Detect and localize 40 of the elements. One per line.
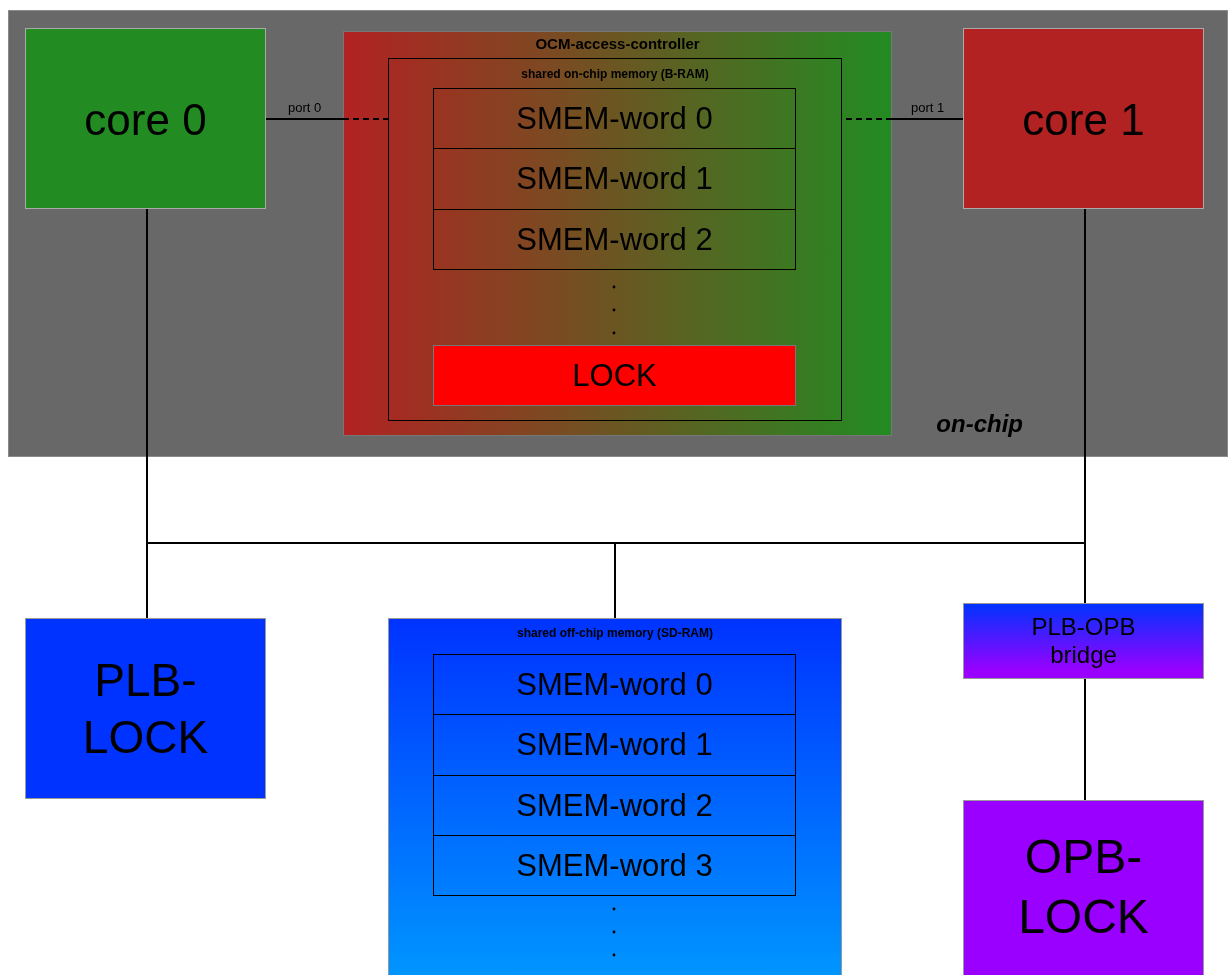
memory-box: [388, 58, 842, 421]
box-label: PLB-OPB bridge: [1030, 613, 1137, 669]
memory-word-row: [433, 88, 796, 149]
lock-box: [963, 800, 1204, 975]
core-box: [963, 28, 1204, 209]
box-label: SMEM-word 2: [516, 220, 713, 259]
box-label: SMEM-word 3: [516, 846, 713, 885]
box-label: LOCK: [572, 356, 657, 395]
box-label: core 1: [1022, 93, 1145, 145]
memory-word-row: [433, 775, 796, 836]
connector-line: [265, 118, 344, 120]
on-chip-region: [8, 10, 1228, 457]
box-label: SMEM-word 2: [516, 786, 713, 825]
box-label: OPB-LOCK: [1017, 829, 1150, 945]
bridge-box: [963, 603, 1204, 679]
connector-line: [1084, 678, 1086, 801]
memory-word-row: [433, 209, 796, 270]
core-box: [25, 28, 266, 209]
controller-box: [343, 31, 892, 436]
memory-word-row: [433, 714, 796, 776]
edge-label: port 0: [288, 100, 322, 115]
box-label: SMEM-word 0: [516, 665, 713, 704]
memory-word-row: [433, 835, 796, 896]
connector-line: [342, 118, 389, 120]
box-label: SMEM-word 0: [516, 99, 713, 138]
memory-heading: shared off-chip memory (SD-RAM): [516, 626, 714, 640]
connector-line: [891, 118, 964, 120]
box-label: SMEM-word 1: [516, 159, 713, 198]
edge-label: port 1: [911, 100, 945, 115]
box-label: core 0: [84, 93, 207, 145]
lock-row: [433, 345, 796, 406]
lock-box: [25, 618, 266, 799]
memory-heading: shared on-chip memory (B-RAM): [520, 67, 710, 81]
memory-word-row: [433, 654, 796, 715]
region-label: on-chip: [936, 410, 1023, 438]
box-label: SMEM-word 1: [516, 725, 713, 764]
box-label: PLB-LOCK: [81, 652, 210, 765]
controller-heading: OCM-access-controller: [534, 35, 701, 52]
memory-box: [388, 618, 842, 975]
memory-word-row: [433, 148, 796, 210]
